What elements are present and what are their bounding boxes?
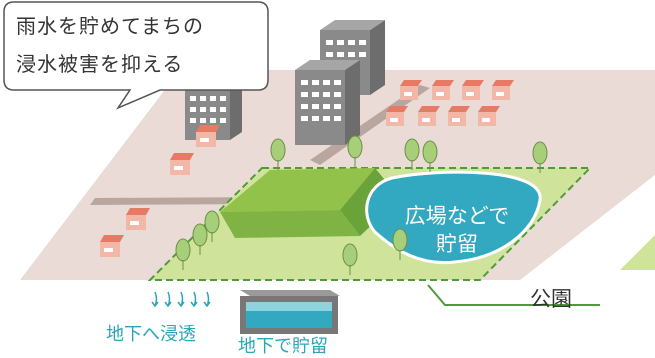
tree [204, 210, 220, 242]
pond [365, 170, 542, 265]
speech-bubble [3, 1, 269, 110]
house [462, 80, 484, 100]
park-leader-line [427, 284, 600, 306]
house [432, 80, 454, 100]
tree [347, 135, 363, 167]
office-building [295, 60, 360, 145]
house [478, 106, 500, 126]
house [100, 235, 124, 257]
infiltration-arrows [151, 291, 211, 308]
park-hill-front [220, 210, 360, 238]
storage-label: 地下で貯留 [238, 336, 328, 357]
road [90, 197, 270, 205]
side-ground [620, 235, 655, 270]
tree [422, 140, 438, 172]
houses [100, 80, 514, 257]
underground-tank [240, 290, 340, 334]
infiltration-label: 地下へ浸透 [106, 324, 196, 345]
tree [342, 243, 358, 275]
pond-label-line-2: 貯留 [436, 232, 478, 256]
tree [392, 228, 408, 260]
bubble-text-line-1: 雨水を貯めてまちの [16, 14, 204, 38]
tree [270, 138, 286, 170]
house [386, 106, 408, 126]
park-hill-top [220, 168, 375, 212]
house [418, 106, 440, 126]
tree [175, 238, 191, 270]
house [196, 125, 220, 147]
tree [404, 138, 420, 170]
house [492, 80, 514, 100]
trees [175, 135, 548, 275]
park-label: 公園 [530, 287, 572, 311]
tree [192, 223, 208, 255]
pond-label-line-1: 広場などで [404, 204, 510, 228]
house [400, 80, 422, 100]
house [448, 106, 470, 126]
tree [532, 141, 548, 173]
house [170, 153, 194, 175]
bubble-text-line-2: 浸水被害を抑える [16, 52, 184, 76]
house [126, 208, 150, 230]
park-border [147, 167, 593, 281]
